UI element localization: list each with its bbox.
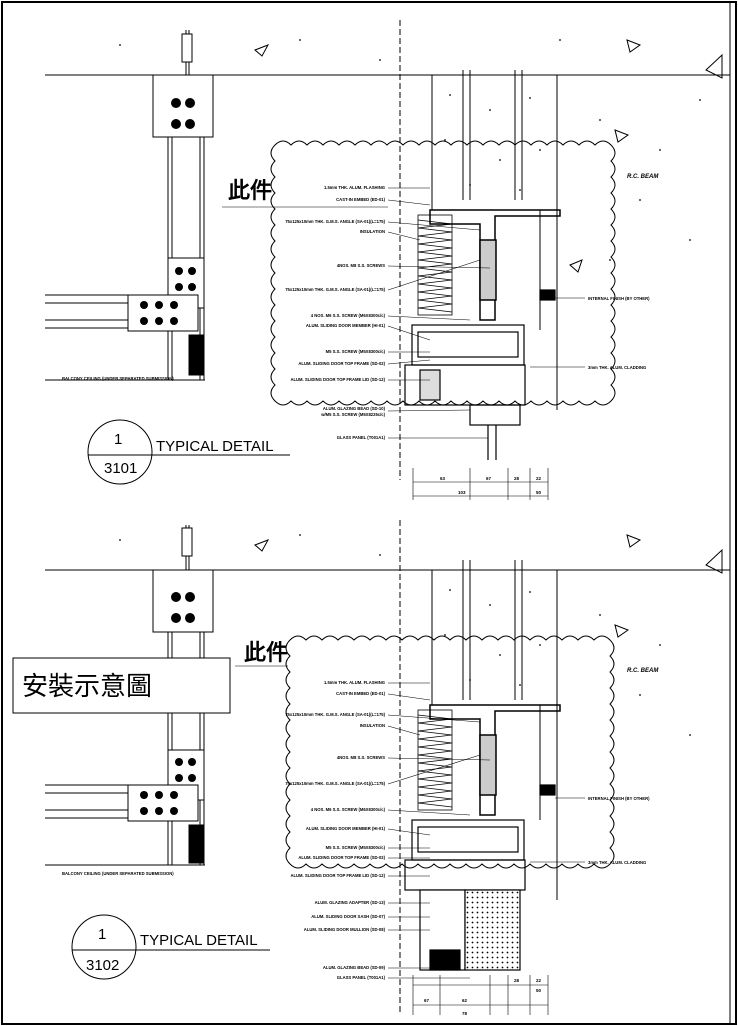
section-arrow-4 bbox=[614, 624, 630, 638]
label-m5-screw: M5 S.S. SCREW (M5X8300c/c) bbox=[326, 845, 386, 850]
dim-4: 22 bbox=[536, 476, 542, 481]
detail-bubble: 1 3102 TYPICAL DETAIL bbox=[71, 914, 270, 980]
detail-number: 1 bbox=[114, 431, 122, 448]
label-top-frame: ALUM. SLIDING DOOR TOP FRAME (SD-02) bbox=[298, 855, 385, 860]
detail-number: 1 bbox=[98, 926, 106, 943]
label-cast-in-embed: CAST-IN EMBED (ED-01) bbox=[336, 691, 385, 696]
label-flashing: 1.5mm THK. ALUM. FLASHING bbox=[324, 185, 385, 190]
rc-beam-label: R.C. BEAM bbox=[627, 668, 659, 674]
balcony-note: BALCONY CEILING (UNDER SEPARATED SUBMISS… bbox=[62, 376, 174, 381]
revision-cloud bbox=[285, 635, 615, 869]
dim-3: 50 bbox=[536, 988, 542, 993]
concrete-hatch bbox=[119, 39, 701, 261]
label-gms-angle: 75x125x10mm THK. G.M.S. ANGLE (SA-01)(L=… bbox=[285, 219, 385, 224]
label-cast-in-embed: CAST-IN EMBED (ED-01) bbox=[336, 197, 385, 202]
section-arrow-2 bbox=[626, 39, 642, 53]
dim-2: 22 bbox=[536, 978, 542, 983]
label-glazing-bead: ALUM. GLAZING BEAD (SD-09) bbox=[323, 965, 386, 970]
label-m5-screw-2: w/M5 S.S. SCREW (M5X8225c/c) bbox=[320, 412, 385, 417]
balcony-note: BALCONY CEILING (UNDER SEPARATED SUBMISS… bbox=[62, 871, 174, 876]
label-insulation: INSULATION bbox=[360, 229, 385, 234]
section-arrow-3 bbox=[705, 548, 723, 574]
label-glass-panel: GLASS PANEL (T001A1) bbox=[337, 435, 386, 440]
label-gms-angle: 75x125x10mm THK. G.M.S. ANGLE (SA-01)(L=… bbox=[285, 712, 385, 717]
label-gms-angle-2: 75x125x10mm THK. G.M.S. ANGLE (SA-01)(L=… bbox=[285, 781, 385, 786]
label-gms-angle-2: 75x125x10mm THK. G.M.S. ANGLE (SA-01)(L=… bbox=[285, 287, 385, 292]
label-flashing: 1.5mm THK. ALUM. FLASHING bbox=[324, 680, 385, 685]
steel-angle bbox=[429, 209, 561, 321]
revision-cloud bbox=[270, 140, 616, 406]
concrete-hatch bbox=[119, 534, 691, 736]
dim-1: 63 bbox=[440, 476, 446, 481]
callout-this-part: 此件 bbox=[228, 179, 272, 204]
label-door-member: ALUM. SLIDING DOOR MEMBER (HI-01) bbox=[306, 826, 386, 831]
steel-angle bbox=[429, 704, 561, 816]
section-arrow-2 bbox=[626, 534, 642, 548]
section-arrow-3 bbox=[705, 53, 723, 79]
label-door-sash: ALUM. SLIDING DOOR SASH (SD-07) bbox=[311, 914, 385, 919]
label-internal-finish: INTERNAL FINISH (BY OTHER) bbox=[588, 796, 650, 801]
label-internal-finish: INTERNAL FINISH (BY OTHER) bbox=[588, 296, 650, 301]
dim-6: 50 bbox=[536, 490, 542, 495]
insulation bbox=[417, 709, 453, 811]
dim-3: 28 bbox=[514, 476, 520, 481]
label-screws: 4NOS. M8 S.S. SCREWS bbox=[337, 755, 385, 760]
sheet-number: 3102 bbox=[86, 957, 119, 974]
callout-this-part: 此件 bbox=[244, 641, 288, 666]
label-top-frame: ALUM. SLIDING DOOR TOP FRAME (SD-02) bbox=[298, 361, 385, 366]
dim-1: 28 bbox=[514, 978, 520, 983]
label-cladding: 3mm THK. ALUM. CLADDING bbox=[588, 860, 646, 865]
dimension-lines bbox=[412, 975, 549, 1015]
section-arrow bbox=[254, 44, 270, 57]
label-cladding: 3mm THK. ALUM. CLADDING bbox=[588, 365, 646, 370]
dim-4: 67 bbox=[424, 998, 430, 1003]
leaders bbox=[222, 187, 585, 439]
label-glass-panel: GLASS PANEL (T001A1) bbox=[337, 975, 386, 980]
install-note-box: 安裝示意圖 bbox=[12, 657, 231, 714]
label-top-frame-lid: ALUM. SLIDING DOOR TOP FRAME LID (SD-12) bbox=[290, 873, 385, 878]
hanger-assembly bbox=[45, 30, 214, 380]
label-m6-screw: 4 NOS. M6 S.S. SCREW (M6X8300c/c) bbox=[311, 807, 386, 812]
rc-beam bbox=[399, 20, 558, 480]
label-m5-screw: M5 S.S. SCREW (M5X8300c/c) bbox=[326, 349, 386, 354]
detail-title: TYPICAL DETAIL bbox=[156, 438, 274, 455]
label-screws: 4NOS. M8 S.S. SCREWS bbox=[337, 263, 385, 268]
label-door-member: ALUM. SLIDING DOOR MEMBER (HI-01) bbox=[306, 323, 386, 328]
leaders bbox=[235, 665, 585, 979]
section-arrow-4 bbox=[614, 129, 630, 143]
door-frame bbox=[404, 289, 556, 460]
dim-5: 62 bbox=[462, 998, 468, 1003]
detail-3102: BALCONY CEILING (UNDER SEPARATED SUBMISS… bbox=[12, 520, 730, 1016]
bolt-group bbox=[140, 98, 196, 325]
insulation bbox=[417, 214, 453, 316]
label-glazing-adapter: ALUM. GLAZING ADAPTER (SD-13) bbox=[315, 900, 386, 905]
install-note: 安裝示意圖 bbox=[22, 672, 152, 702]
rc-beam-label: R.C. BEAM bbox=[627, 174, 659, 180]
detail-bubble: 1 3101 TYPICAL DETAIL bbox=[87, 419, 290, 485]
label-top-frame-lid: ALUM. SLIDING DOOR TOP FRAME LID (SD-12) bbox=[290, 377, 385, 382]
detail-3101: BALCONY CEILING (UNDER SEPARATED SUBMISS… bbox=[45, 20, 730, 500]
dim-2: 67 bbox=[486, 476, 492, 481]
sheet-number: 3101 bbox=[104, 460, 137, 477]
label-m6-screw: 4 NOS. M6 S.S. SCREW (M6X8300c/c) bbox=[311, 313, 386, 318]
label-door-mullion: ALUM. SLIDING DOOR MULLION (SD-08) bbox=[304, 927, 386, 932]
dim-6: 78 bbox=[462, 1011, 468, 1016]
dimension-lines bbox=[412, 468, 549, 500]
bolt-group bbox=[140, 592, 196, 815]
section-arrow bbox=[254, 539, 270, 552]
section-arrow-5 bbox=[569, 259, 583, 273]
label-glazing-bead: ALUM. GLAZING BEAD (SD-10) bbox=[323, 406, 386, 411]
label-insulation: INSULATION bbox=[360, 723, 385, 728]
detail-title: TYPICAL DETAIL bbox=[140, 932, 258, 949]
dim-5: 103 bbox=[458, 490, 466, 495]
